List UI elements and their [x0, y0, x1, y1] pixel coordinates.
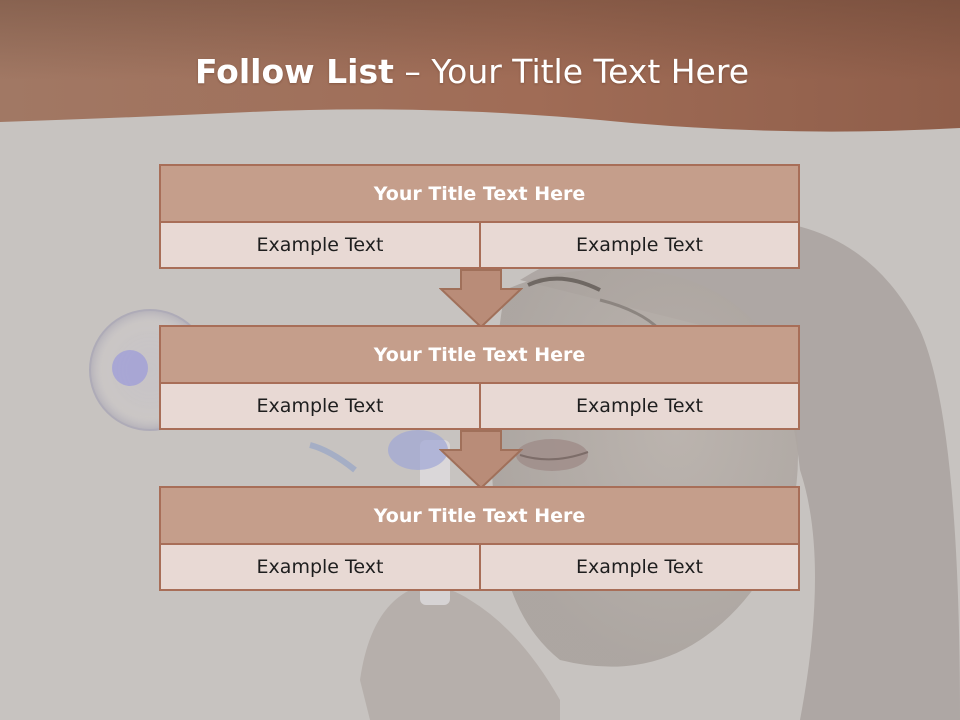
down-arrow-icon [439, 430, 523, 490]
list-block-2: Your Title Text Here Example Text Exampl… [159, 325, 800, 430]
list-block-1: Your Title Text Here Example Text Exampl… [159, 164, 800, 269]
block-title: Your Title Text Here [161, 327, 798, 382]
block-title: Your Title Text Here [161, 166, 798, 221]
down-arrow-icon [439, 269, 523, 329]
block-left-cell: Example Text [161, 384, 479, 428]
block-title: Your Title Text Here [161, 488, 798, 543]
slide-title-rest: – Your Title Text Here [404, 52, 750, 91]
block-right-cell: Example Text [481, 384, 798, 428]
slide-title: Follow List – Your Title Text Here [0, 52, 944, 91]
block-left-cell: Example Text [161, 545, 479, 589]
block-right-cell: Example Text [481, 223, 798, 267]
list-block-3: Your Title Text Here Example Text Exampl… [159, 486, 800, 591]
slide-title-bold: Follow List [194, 52, 394, 91]
block-left-cell: Example Text [161, 223, 479, 267]
header-band [0, 0, 960, 132]
block-right-cell: Example Text [481, 545, 798, 589]
